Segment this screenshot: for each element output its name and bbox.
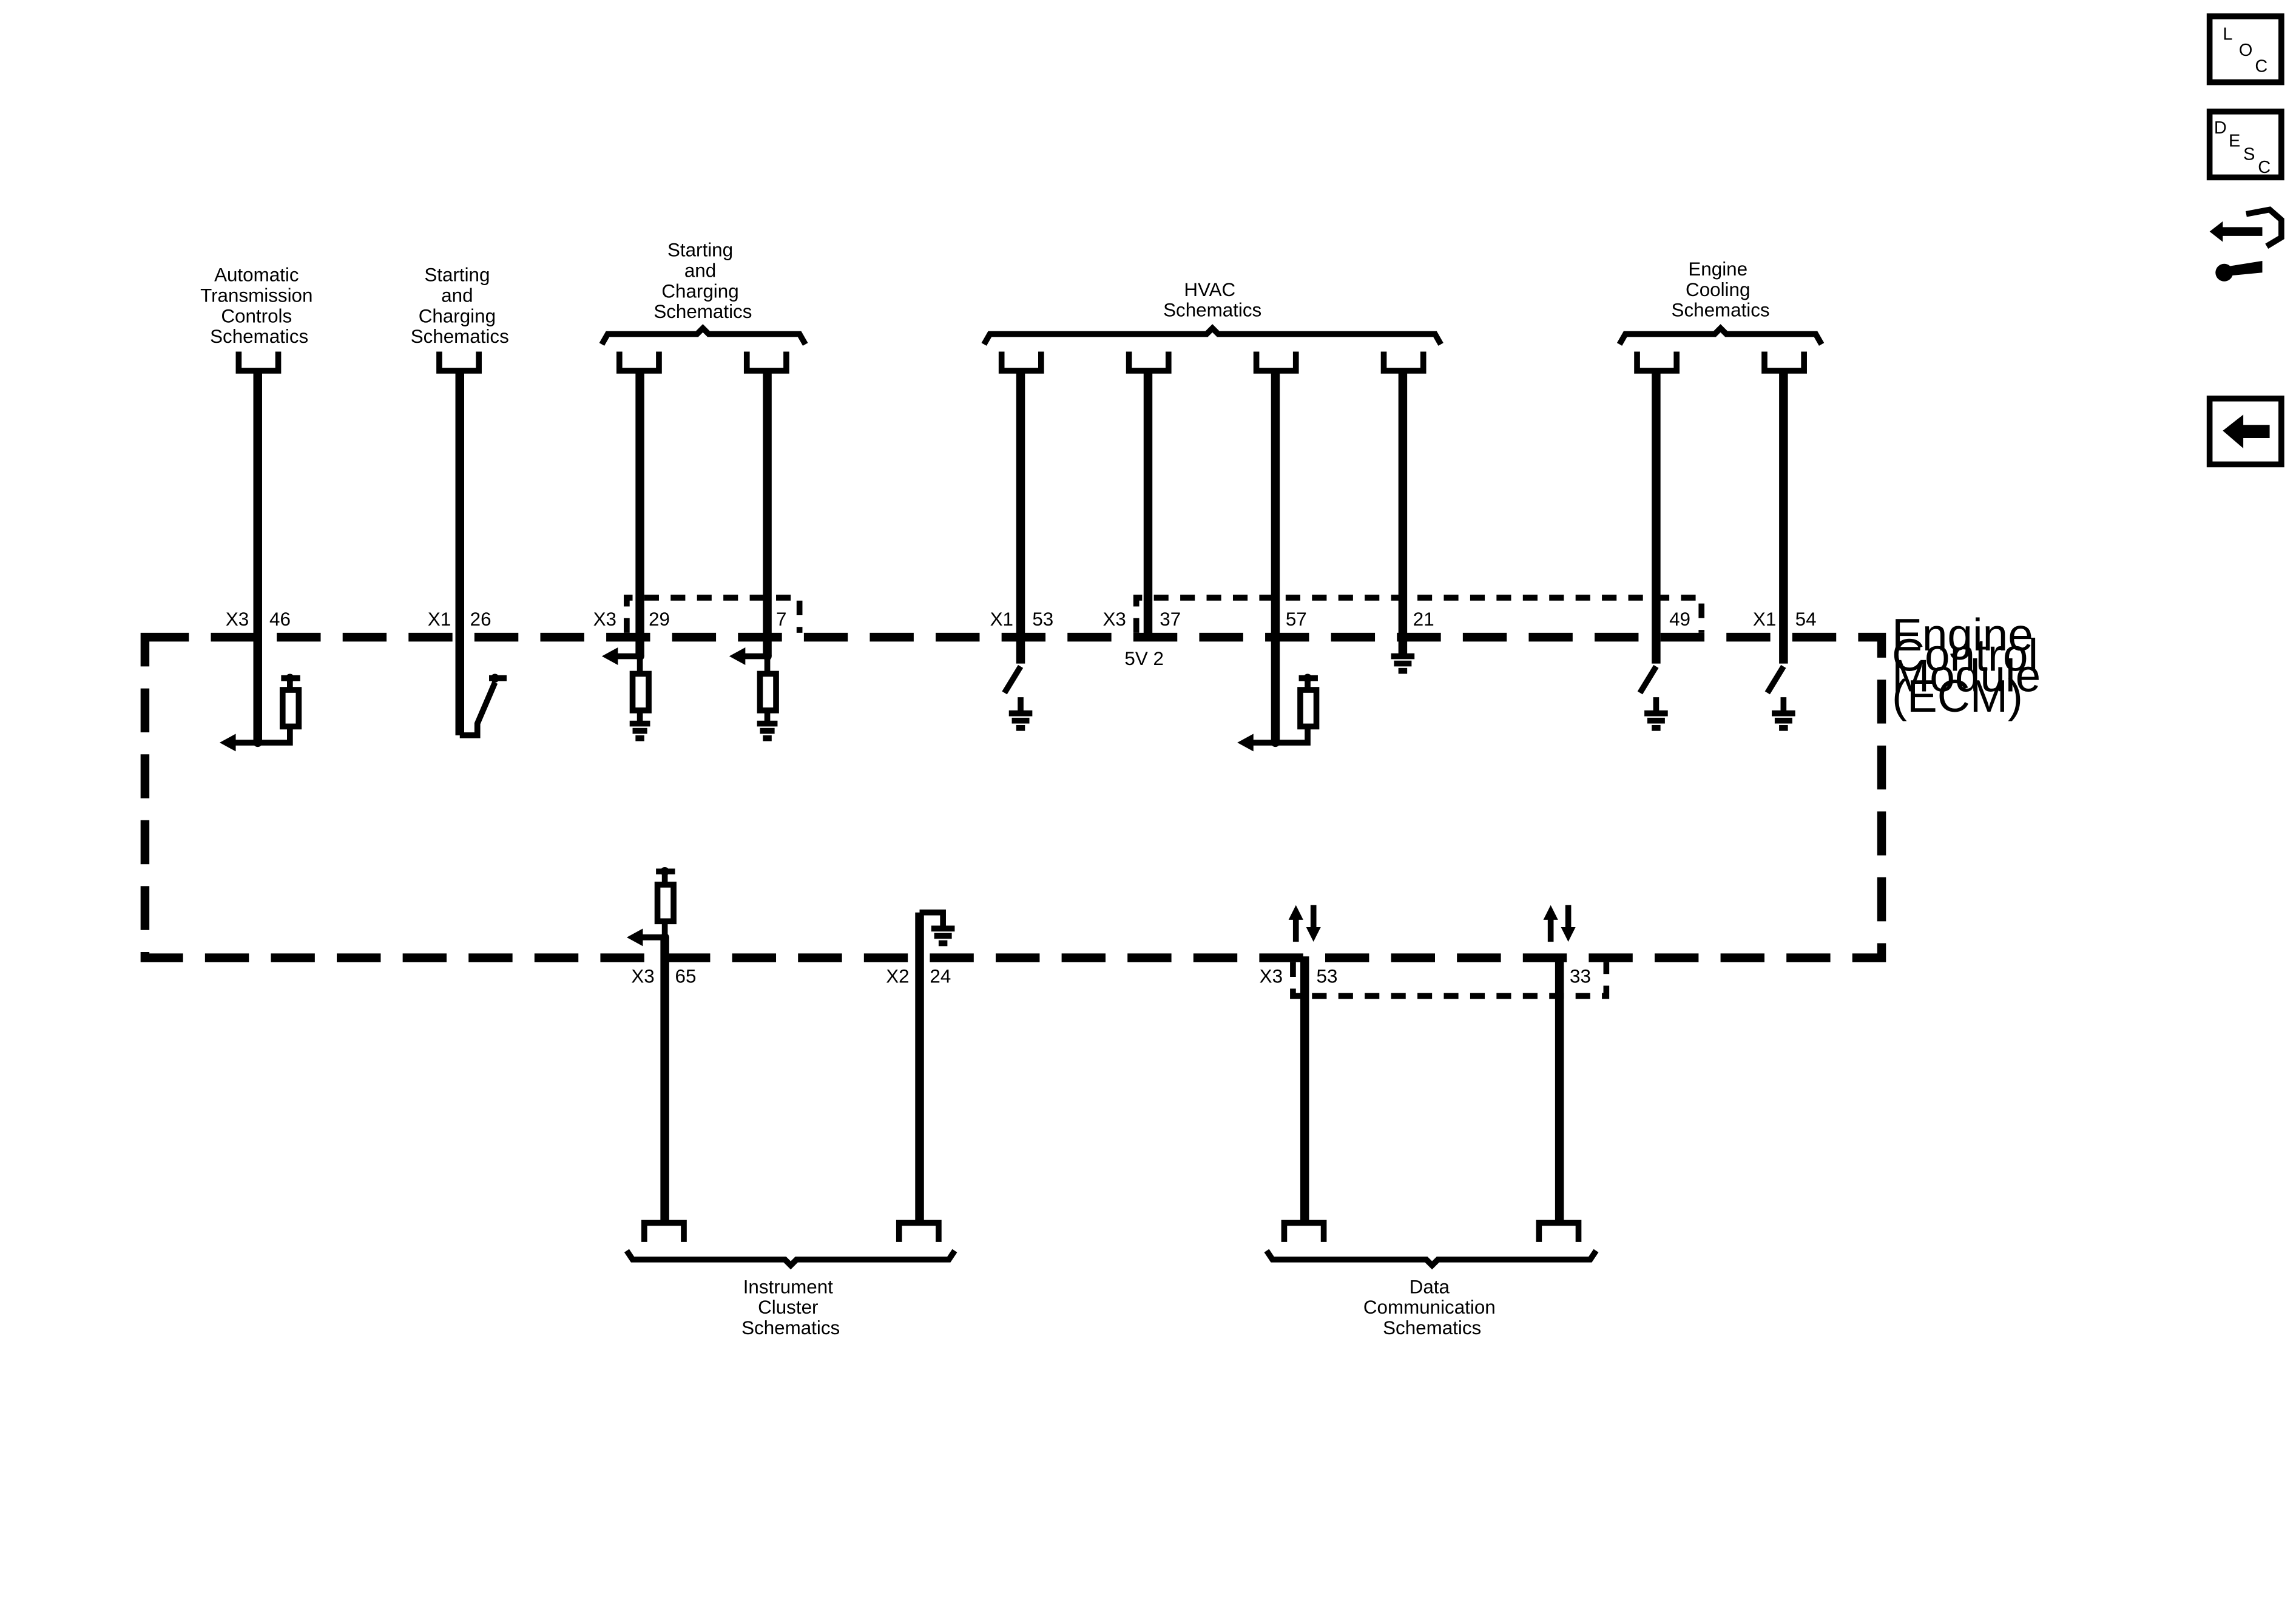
arrow-left-icon <box>2223 414 2270 448</box>
svg-text:53: 53 <box>1032 609 1053 630</box>
svg-text:65: 65 <box>675 966 697 987</box>
group-label-hvac: HVAC Schematics <box>1163 279 1261 321</box>
svg-text:X1: X1 <box>428 609 451 630</box>
back-button[interactable] <box>2206 395 2284 468</box>
brace-cool <box>1616 324 1825 346</box>
group-label-start1: Starting and Charging Schematics <box>411 265 509 347</box>
connector-x3-group-b <box>1133 595 1705 633</box>
svg-text:33: 33 <box>1570 966 1591 987</box>
circuit-x1-54 <box>1764 370 1795 731</box>
circuit-pin-21 <box>1391 370 1415 674</box>
svg-text:26: 26 <box>470 609 491 630</box>
svg-text:D: D <box>2214 118 2227 138</box>
svg-text:X2: X2 <box>886 966 909 987</box>
top-pin-labels: X3 46 X1 26 X3 29 7 X1 53 X3 37 57 21 49… <box>226 609 1817 669</box>
brace-hvac <box>981 324 1443 346</box>
circuit-x3-65 <box>626 867 677 1223</box>
svg-text:L: L <box>2223 25 2232 44</box>
connector-tool-icon[interactable] <box>2209 206 2284 282</box>
bottom-pin-labels: X3 65 X2 24 X3 53 33 <box>631 966 1591 987</box>
group-label-start2: Starting and Charging Schematics <box>653 240 752 322</box>
loc-button[interactable]: L O C <box>2206 13 2284 86</box>
group-label-trans: Automatic Transmission Controls Schemati… <box>200 265 318 347</box>
ecm-boundary <box>140 632 1886 962</box>
svg-text:29: 29 <box>649 609 670 630</box>
group-label-cool: Engine Cooling Schematics <box>1672 258 1770 321</box>
svg-text:X3: X3 <box>1102 609 1126 630</box>
svg-text:S: S <box>2243 144 2255 164</box>
top-sockets <box>235 351 1807 374</box>
circuit-pin-49 <box>1637 370 1668 731</box>
svg-text:X1: X1 <box>1753 609 1776 630</box>
connector-x3-group-a <box>624 595 803 633</box>
svg-text:49: 49 <box>1669 609 1690 630</box>
circuit-x2-24 <box>915 910 955 1223</box>
circuit-x1-26 <box>455 370 507 738</box>
svg-text:X3: X3 <box>226 609 249 630</box>
svg-text:7: 7 <box>776 609 786 630</box>
ecm-label: Engine Control Module (ECM) <box>1892 609 2053 721</box>
svg-text:57: 57 <box>1286 609 1307 630</box>
circuit-x3-53-data <box>1288 905 1321 1223</box>
svg-text:21: 21 <box>1413 609 1434 630</box>
circuit-pin-33-data <box>1543 905 1576 1223</box>
svg-text:54: 54 <box>1795 609 1817 630</box>
svg-text:X3: X3 <box>593 609 616 630</box>
desc-button[interactable]: D E S C <box>2206 108 2284 181</box>
svg-text:O: O <box>2239 41 2253 60</box>
connector-x3-group-c <box>1290 962 1610 999</box>
svg-text:24: 24 <box>930 966 951 987</box>
circuit-pin-57 <box>1237 370 1320 752</box>
svg-text:E: E <box>2229 132 2240 151</box>
circuit-x3-46 <box>219 370 302 752</box>
brace-data <box>1264 1249 1599 1270</box>
brace-cluster <box>624 1249 957 1270</box>
group-label-cluster: Instrument Cluster Schematics <box>741 1276 840 1338</box>
svg-text:C: C <box>2258 158 2271 177</box>
svg-text:53: 53 <box>1317 966 1338 987</box>
svg-text:X3: X3 <box>631 966 654 987</box>
circuit-pin-7 <box>729 370 779 741</box>
svg-text:46: 46 <box>269 609 291 630</box>
svg-text:X3: X3 <box>1260 966 1283 987</box>
svg-text:37: 37 <box>1160 609 1181 630</box>
brace-start2 <box>599 324 808 346</box>
svg-text:C: C <box>2255 57 2267 76</box>
circuit-x1-53 <box>1002 370 1033 731</box>
group-label-data: Data Communication Schematics <box>1363 1276 1501 1338</box>
ref-5v-label: 5V 2 <box>1124 648 1164 669</box>
circuit-x3-29 <box>601 370 652 741</box>
svg-text:X1: X1 <box>990 609 1013 630</box>
bottom-plugs <box>641 1220 1582 1242</box>
